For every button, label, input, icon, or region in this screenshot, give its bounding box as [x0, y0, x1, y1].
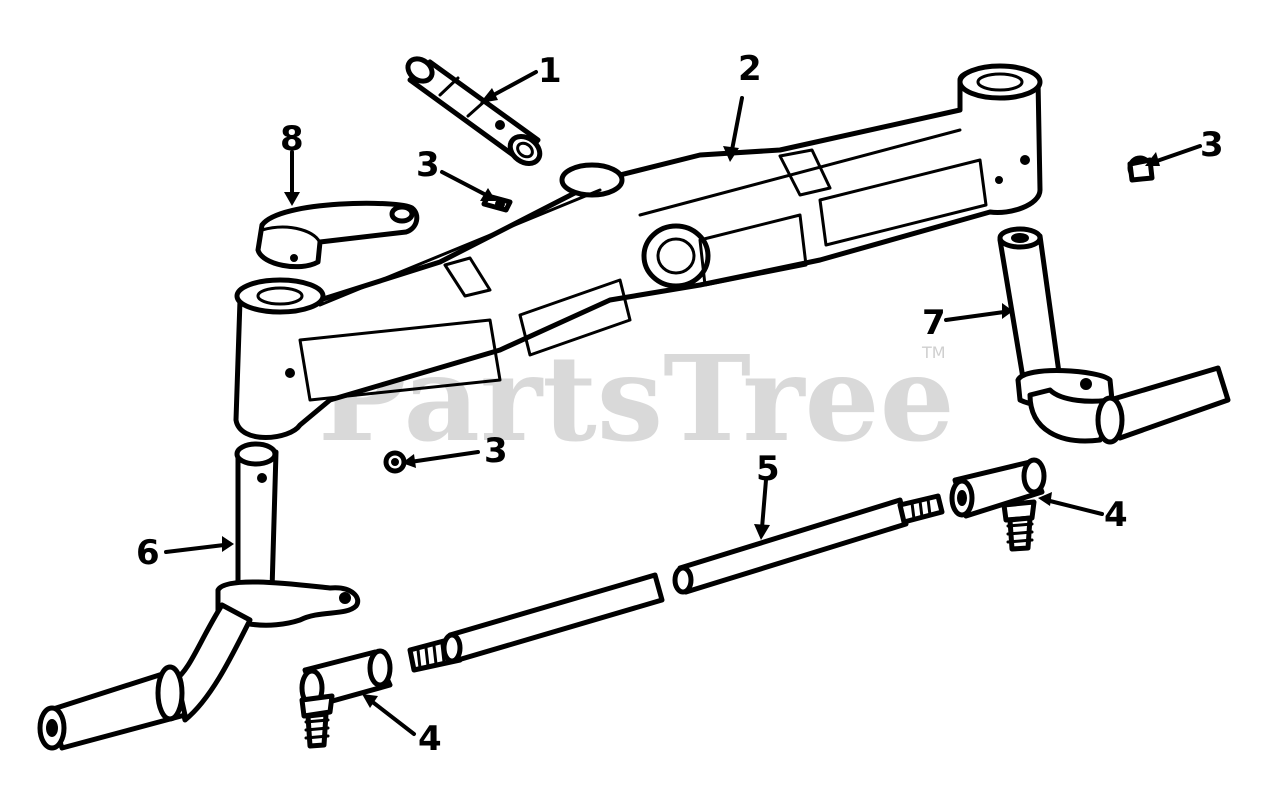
arrow-2 — [730, 96, 744, 152]
arrow-4-bottom — [368, 698, 416, 736]
callout-3-top: 3 — [416, 145, 440, 185]
callout-4-right: 4 — [1104, 495, 1128, 535]
callout-arrows — [164, 70, 1202, 736]
pivot-pin-part — [405, 56, 543, 167]
right-spindle-part — [997, 226, 1231, 445]
callout-labels: 1 2 3 3 3 4 4 5 6 7 8 — [136, 49, 1224, 759]
callout-2: 2 — [738, 49, 762, 89]
callout-3-right: 3 — [1200, 125, 1224, 165]
tie-rod-end-left-part — [299, 648, 393, 749]
callout-3-left: 3 — [484, 431, 508, 471]
callout-1: 1 — [538, 51, 562, 91]
arrow-4-right — [1044, 498, 1104, 516]
axle-beam-part — [233, 63, 1043, 440]
fastener-right-part — [1127, 155, 1155, 183]
arrow-7 — [944, 310, 1006, 322]
tie-rod-part — [407, 493, 945, 673]
fastener-left-part — [383, 450, 407, 474]
callout-6: 6 — [136, 533, 160, 573]
callout-5: 5 — [756, 449, 780, 489]
arrow-3-top — [440, 170, 490, 198]
arrow-5 — [760, 478, 768, 530]
watermark-trademark: TM — [921, 343, 946, 362]
callout-7: 7 — [922, 303, 946, 343]
arrow-1 — [486, 70, 538, 100]
tie-rod-end-right-part — [949, 457, 1047, 552]
callout-8: 8 — [280, 119, 304, 159]
arrow-3-left — [408, 450, 480, 464]
steering-arm-part — [255, 200, 420, 270]
callout-4-bottom: 4 — [418, 719, 442, 759]
left-spindle-part — [37, 441, 361, 751]
arrow-6 — [164, 543, 226, 554]
arrow-3-right — [1152, 144, 1202, 164]
